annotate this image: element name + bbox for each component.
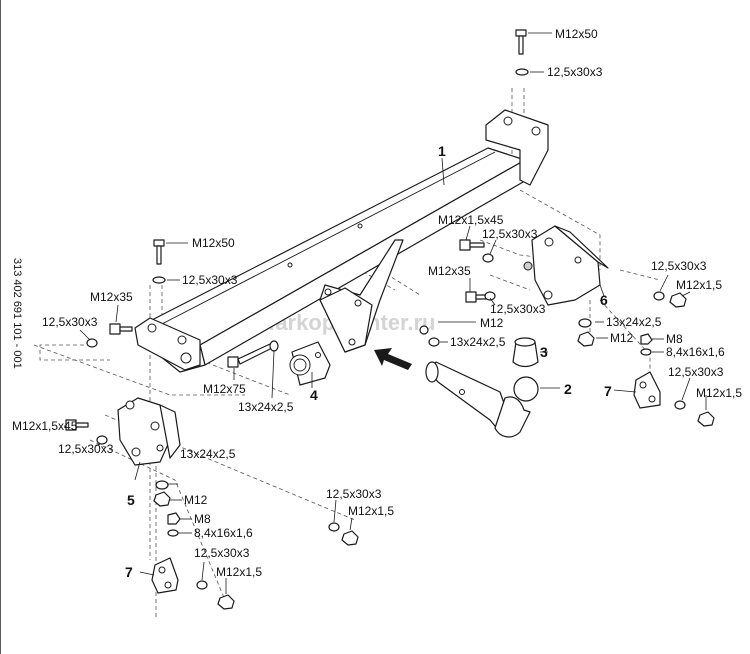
- label-m12-center: M12: [480, 316, 504, 330]
- label-m12x35-left: M12x35: [90, 290, 133, 304]
- left-side-bracket: [117, 397, 181, 466]
- label-13x24-left: 13x24x2,5: [180, 447, 236, 461]
- fasteners: [65, 29, 715, 610]
- part-number-7-right: 7: [604, 383, 612, 399]
- label-m12x35-right: M12x35: [428, 264, 471, 278]
- socket-plate: [289, 341, 331, 386]
- label-13x24-lower: 13x24x2,5: [238, 400, 294, 414]
- label-washer-left-bracket7: 12,5x30x3: [194, 546, 250, 560]
- label-m12x15x45-left: M12x1,5x45: [12, 419, 78, 433]
- label-washer-top: 12,5x30x3: [547, 65, 603, 79]
- label-13x24-right: 13x24x2,5: [606, 315, 662, 329]
- label-m12x75: M12x75: [203, 382, 246, 396]
- label-washer-left-bracket5: 12,5x30x3: [58, 442, 114, 456]
- part-number-5: 5: [127, 492, 135, 508]
- part-number-1: 1: [438, 143, 446, 159]
- beam-right-end-plate: [485, 109, 549, 186]
- label-washer-right-bolt: 12,5x30x3: [482, 227, 538, 241]
- beam-left-end-plate: [134, 317, 201, 371]
- label-84-right: 8,4x16x1,6: [666, 345, 725, 359]
- part-number-6: 6: [600, 292, 608, 308]
- label-washer-right-mid: 12,5x30x3: [490, 302, 546, 316]
- label-nut-right-bracket7: M12x1,5: [696, 386, 742, 400]
- label-nut-left-bracket7: M12x1,5: [216, 565, 262, 579]
- label-84-left: 8,4x16x1,6: [194, 526, 253, 540]
- left-lower-bracket: [151, 557, 179, 594]
- hardware-labels: M12x50 12,5x30x3 M12x50 12,5x30x3 M12x35…: [12, 27, 742, 579]
- document-code: 313 402 691 101 - 001: [11, 258, 23, 369]
- ball-cap: [512, 337, 539, 368]
- part-number-2: 2: [564, 381, 572, 397]
- part-number-4: 4: [310, 387, 318, 403]
- label-m8-left: M8: [194, 512, 211, 526]
- label-m12x15x45-right: M12x1,5x45: [438, 213, 504, 227]
- label-nut-mid-lower: M12x1,5: [348, 504, 394, 518]
- label-washer-right-far: 12,5x30x3: [651, 259, 707, 273]
- label-washer-mid-lower: 12,5x30x3: [326, 487, 382, 501]
- part-number-3: 3: [540, 344, 548, 360]
- label-m12-left: M12: [184, 493, 208, 507]
- label-m12x50-left: M12x50: [192, 236, 235, 250]
- center-mount-bracket: [319, 239, 404, 353]
- right-side-bracket: [523, 225, 609, 306]
- insert-arrow-icon: [374, 348, 412, 370]
- label-m8-right: M8: [666, 332, 683, 346]
- label-washer-left-top: 12,5x30x3: [182, 273, 238, 287]
- right-lower-bracket: [633, 371, 661, 409]
- label-m12x50-top: M12x50: [555, 27, 598, 41]
- label-13x24-center: 13x24x2,5: [450, 335, 506, 349]
- leader-lines: [64, 32, 707, 594]
- label-nut-right-far: M12x1,5: [676, 278, 722, 292]
- tow-ball-bar: [425, 361, 539, 438]
- label-m12-right: M12: [610, 331, 634, 345]
- part-numbers: 1 2 3 4 5 6 7 7: [125, 143, 612, 580]
- part-number-7-left: 7: [125, 564, 133, 580]
- label-washer-right-bracket7: 12,5x30x3: [668, 365, 724, 379]
- label-washer-left-bolt: 12,5x30x3: [42, 315, 98, 329]
